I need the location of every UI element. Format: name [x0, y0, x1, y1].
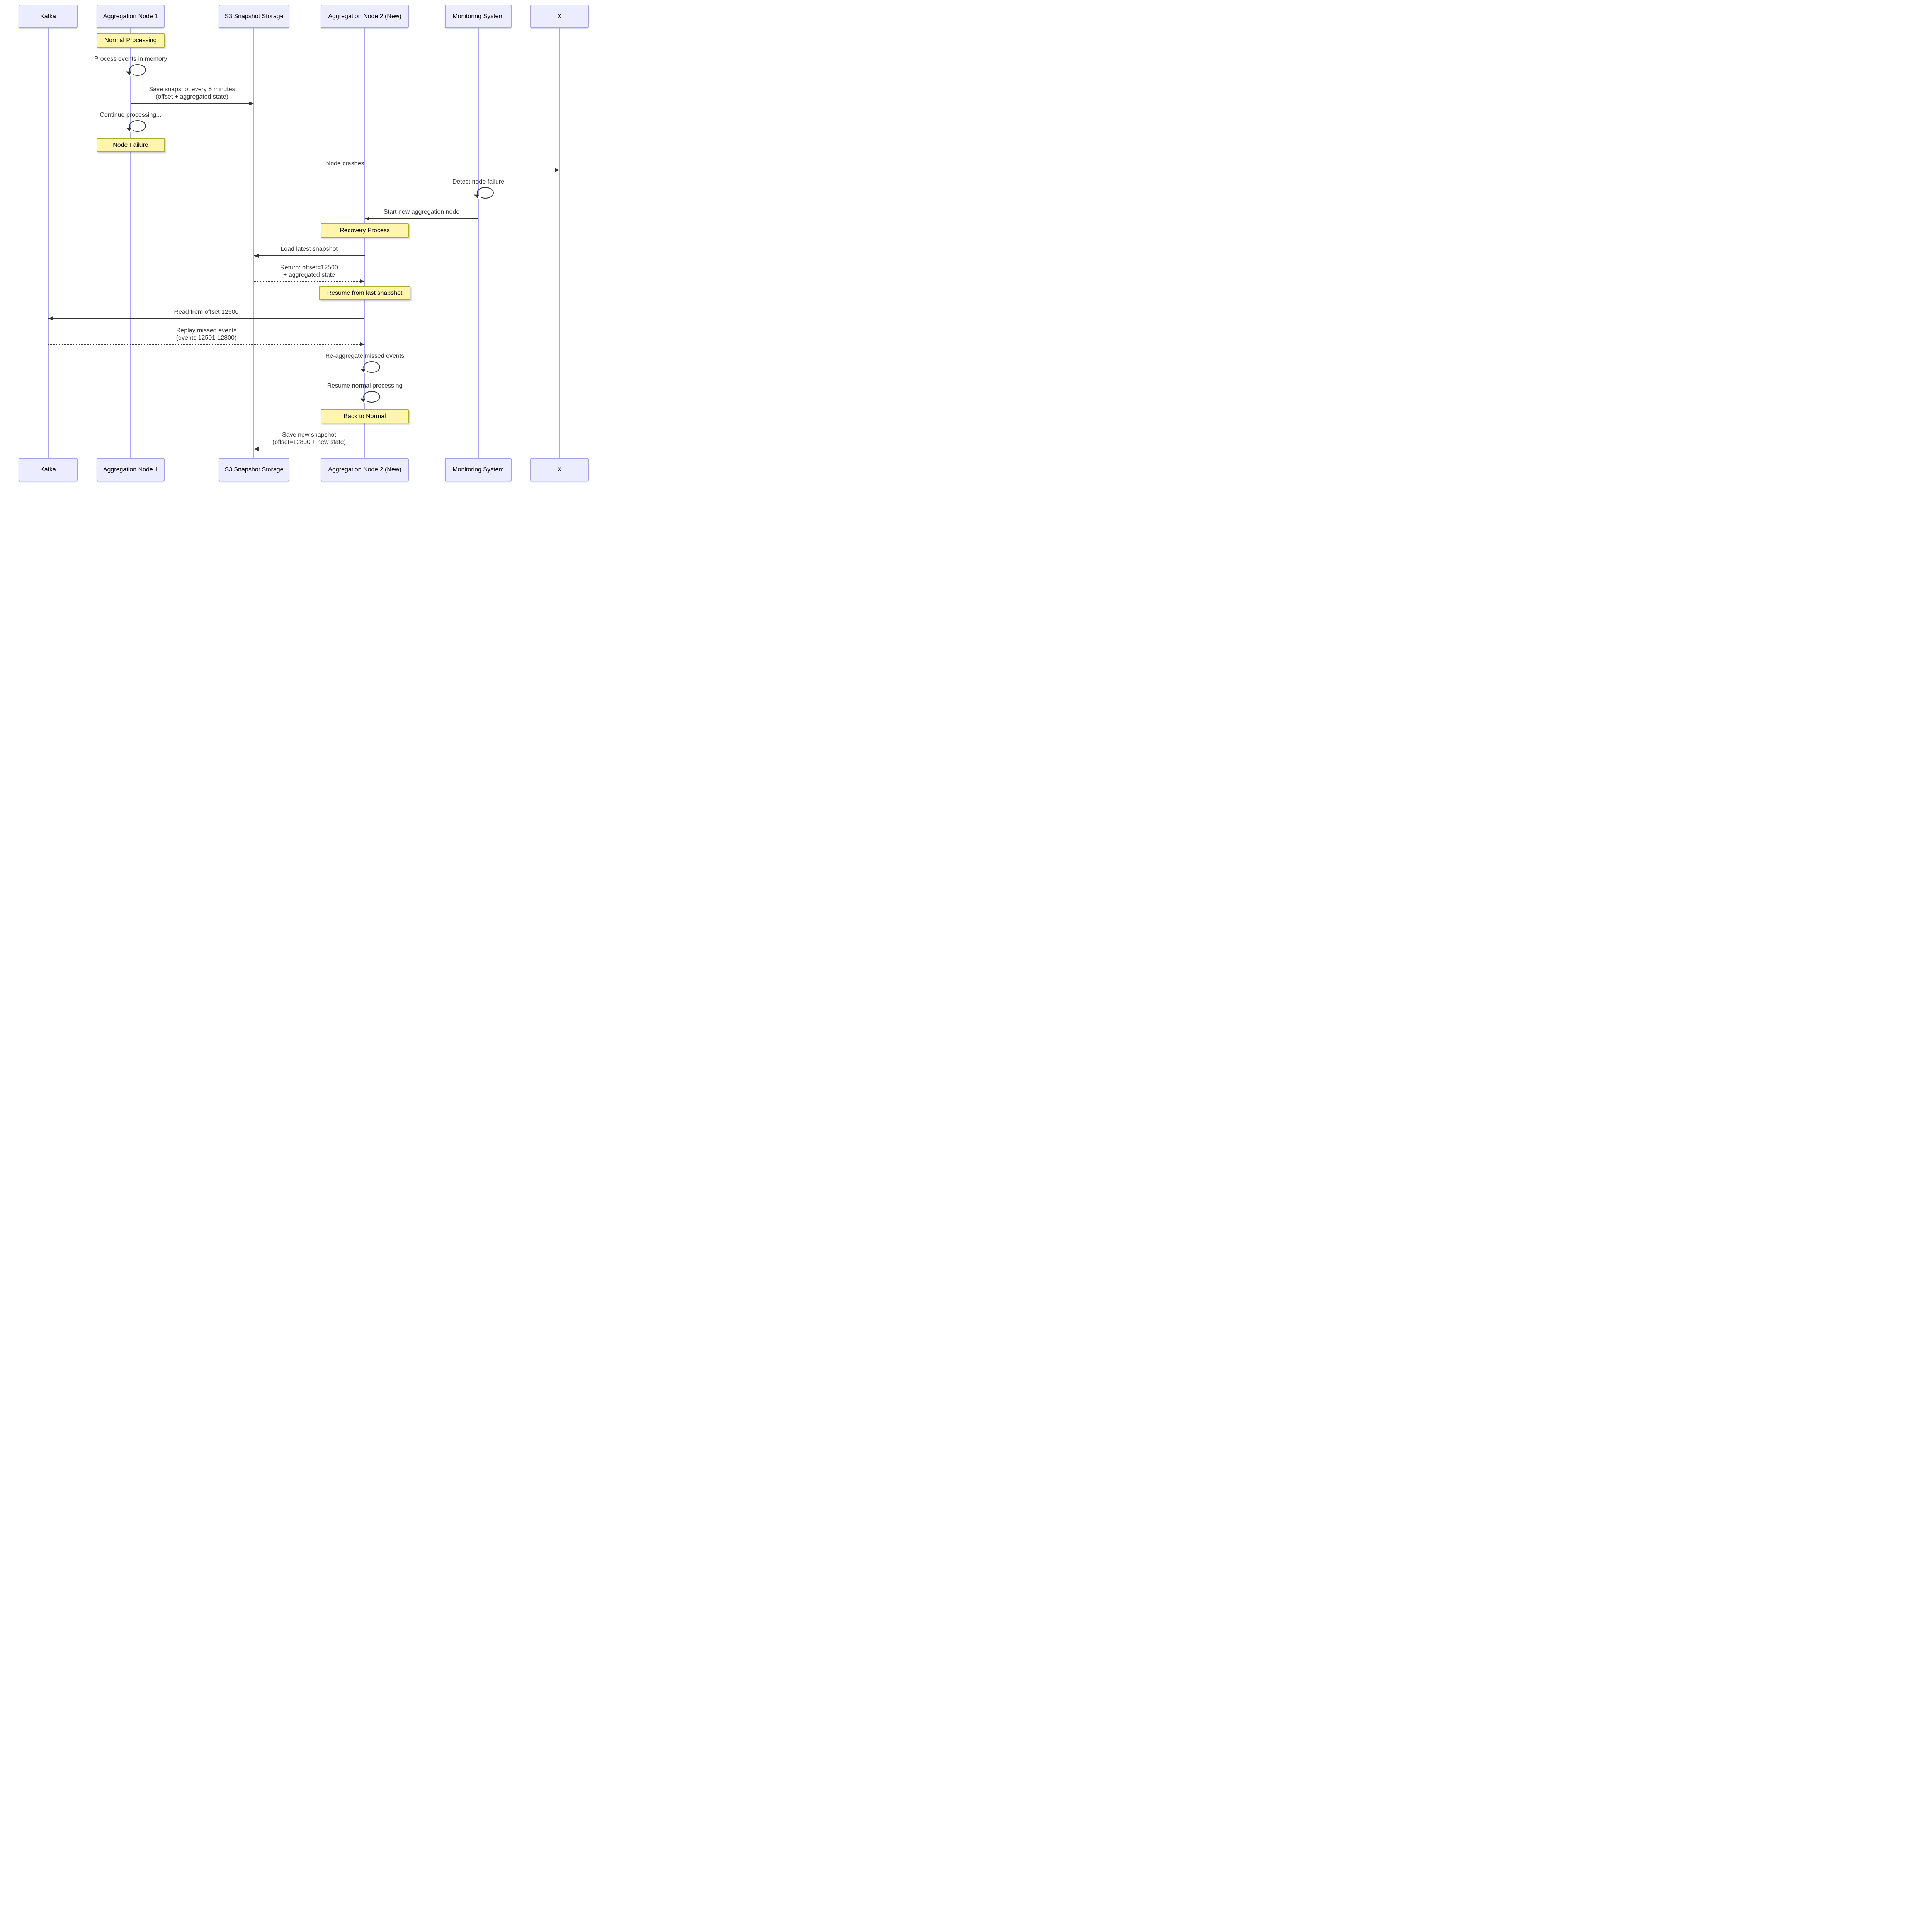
note-label: Resume from last snapshot [327, 289, 403, 296]
message-line-dotted [48, 344, 364, 345]
actor-label: Aggregation Node 1 [103, 13, 158, 20]
self-loop-gap [363, 369, 367, 373]
arrowhead-right [249, 102, 254, 105]
lifeline-x [559, 28, 560, 458]
note-resume-from-last-snapshot: Resume from last snapshot [319, 286, 410, 300]
message-label: Resume normal processing [327, 383, 403, 389]
actor-top-agg1: Aggregation Node 1 [97, 5, 165, 28]
actor-top-agg2: Aggregation Node 2 (New) [321, 5, 409, 28]
actor-label: Kafka [40, 466, 56, 473]
note-label: Normal Processing [104, 37, 157, 44]
message-label: (offset=12800 + new state) [272, 439, 346, 446]
actor-label: S3 Snapshot Storage [224, 466, 284, 473]
message-label: (offset + aggregated state) [156, 94, 228, 100]
note-label: Recovery Process [340, 227, 390, 234]
arrowhead-right [555, 168, 560, 172]
lifeline-agg1 [130, 28, 131, 458]
arrowhead-left [254, 254, 259, 258]
message-label: (events 12501-12800) [176, 335, 237, 341]
note-node-failure: Node Failure [97, 138, 165, 152]
actor-bottom-x: X [530, 458, 589, 481]
message-label: Load latest snapshot [281, 246, 338, 252]
self-loop-gap [129, 72, 133, 76]
self-loop [477, 187, 494, 199]
actor-label: Monitoring System [452, 466, 504, 473]
actor-label: Aggregation Node 2 (New) [328, 466, 401, 473]
actor-label: Monitoring System [452, 13, 504, 20]
self-loop [363, 361, 380, 373]
actor-top-monitor: Monitoring System [445, 5, 512, 28]
message-label: Save snapshot every 5 minutes [149, 86, 235, 93]
message-label: Replay missed events [176, 327, 237, 334]
message-label: Read from offset 12500 [174, 309, 239, 315]
message-label: Continue processing... [100, 112, 162, 118]
actor-bottom-agg2: Aggregation Node 2 (New) [321, 458, 409, 481]
actor-top-x: X [530, 5, 589, 28]
actor-bottom-agg1: Aggregation Node 1 [97, 458, 165, 481]
lifeline-monitor [478, 28, 479, 458]
lifeline-kafka [48, 28, 49, 458]
actor-label: S3 Snapshot Storage [224, 13, 284, 20]
self-loop-gap [477, 195, 481, 199]
note-recovery-process: Recovery Process [321, 223, 409, 238]
message-label: Return: offset=12500 [280, 264, 338, 271]
message-label: Detect node failure [452, 179, 505, 185]
note-back-to-normal: Back to Normal [321, 409, 409, 423]
message-line [254, 255, 365, 256]
message-label: Save new snapshot [282, 432, 336, 438]
message-label: Start new aggregation node [383, 209, 460, 215]
actor-bottom-monitor: Monitoring System [445, 458, 512, 481]
note-label: Back to Normal [344, 413, 386, 420]
message-label: + aggregated state [283, 272, 335, 278]
actor-top-kafka: Kafka [19, 5, 78, 28]
self-loop-gap [129, 128, 133, 132]
actor-bottom-s3: S3 Snapshot Storage [219, 458, 289, 481]
arrowhead-left [254, 447, 259, 451]
message-line [131, 103, 253, 104]
self-loop [363, 391, 380, 403]
message-line [48, 318, 364, 319]
arrowhead-right [360, 342, 365, 346]
actor-top-s3: S3 Snapshot Storage [219, 5, 289, 28]
message-label: Node crashes [326, 160, 364, 167]
note-label: Node Failure [113, 141, 148, 148]
message-line [365, 218, 478, 219]
message-label: Re-aggregate missed events [325, 353, 405, 359]
actor-label: X [557, 13, 562, 20]
message-line-dotted [254, 281, 364, 282]
actor-label: Kafka [40, 13, 56, 20]
note-normal-processing: Normal Processing [97, 33, 165, 48]
arrowhead-right [360, 279, 365, 283]
self-loop-gap [363, 399, 367, 403]
sequence-diagram: Kafka Aggregation Node 1 S3 Snapshot Sto… [0, 0, 607, 487]
actor-label: X [557, 466, 562, 473]
lifeline-s3 [253, 28, 254, 458]
actor-label: Aggregation Node 1 [103, 466, 158, 473]
arrowhead-left [365, 217, 369, 221]
self-loop [129, 120, 146, 132]
actor-bottom-kafka: Kafka [19, 458, 78, 481]
self-loop [129, 64, 146, 76]
message-label: Process events in memory [94, 56, 167, 62]
actor-label: Aggregation Node 2 (New) [328, 13, 401, 20]
arrowhead-left [48, 316, 53, 320]
lifeline-agg2 [364, 28, 365, 458]
